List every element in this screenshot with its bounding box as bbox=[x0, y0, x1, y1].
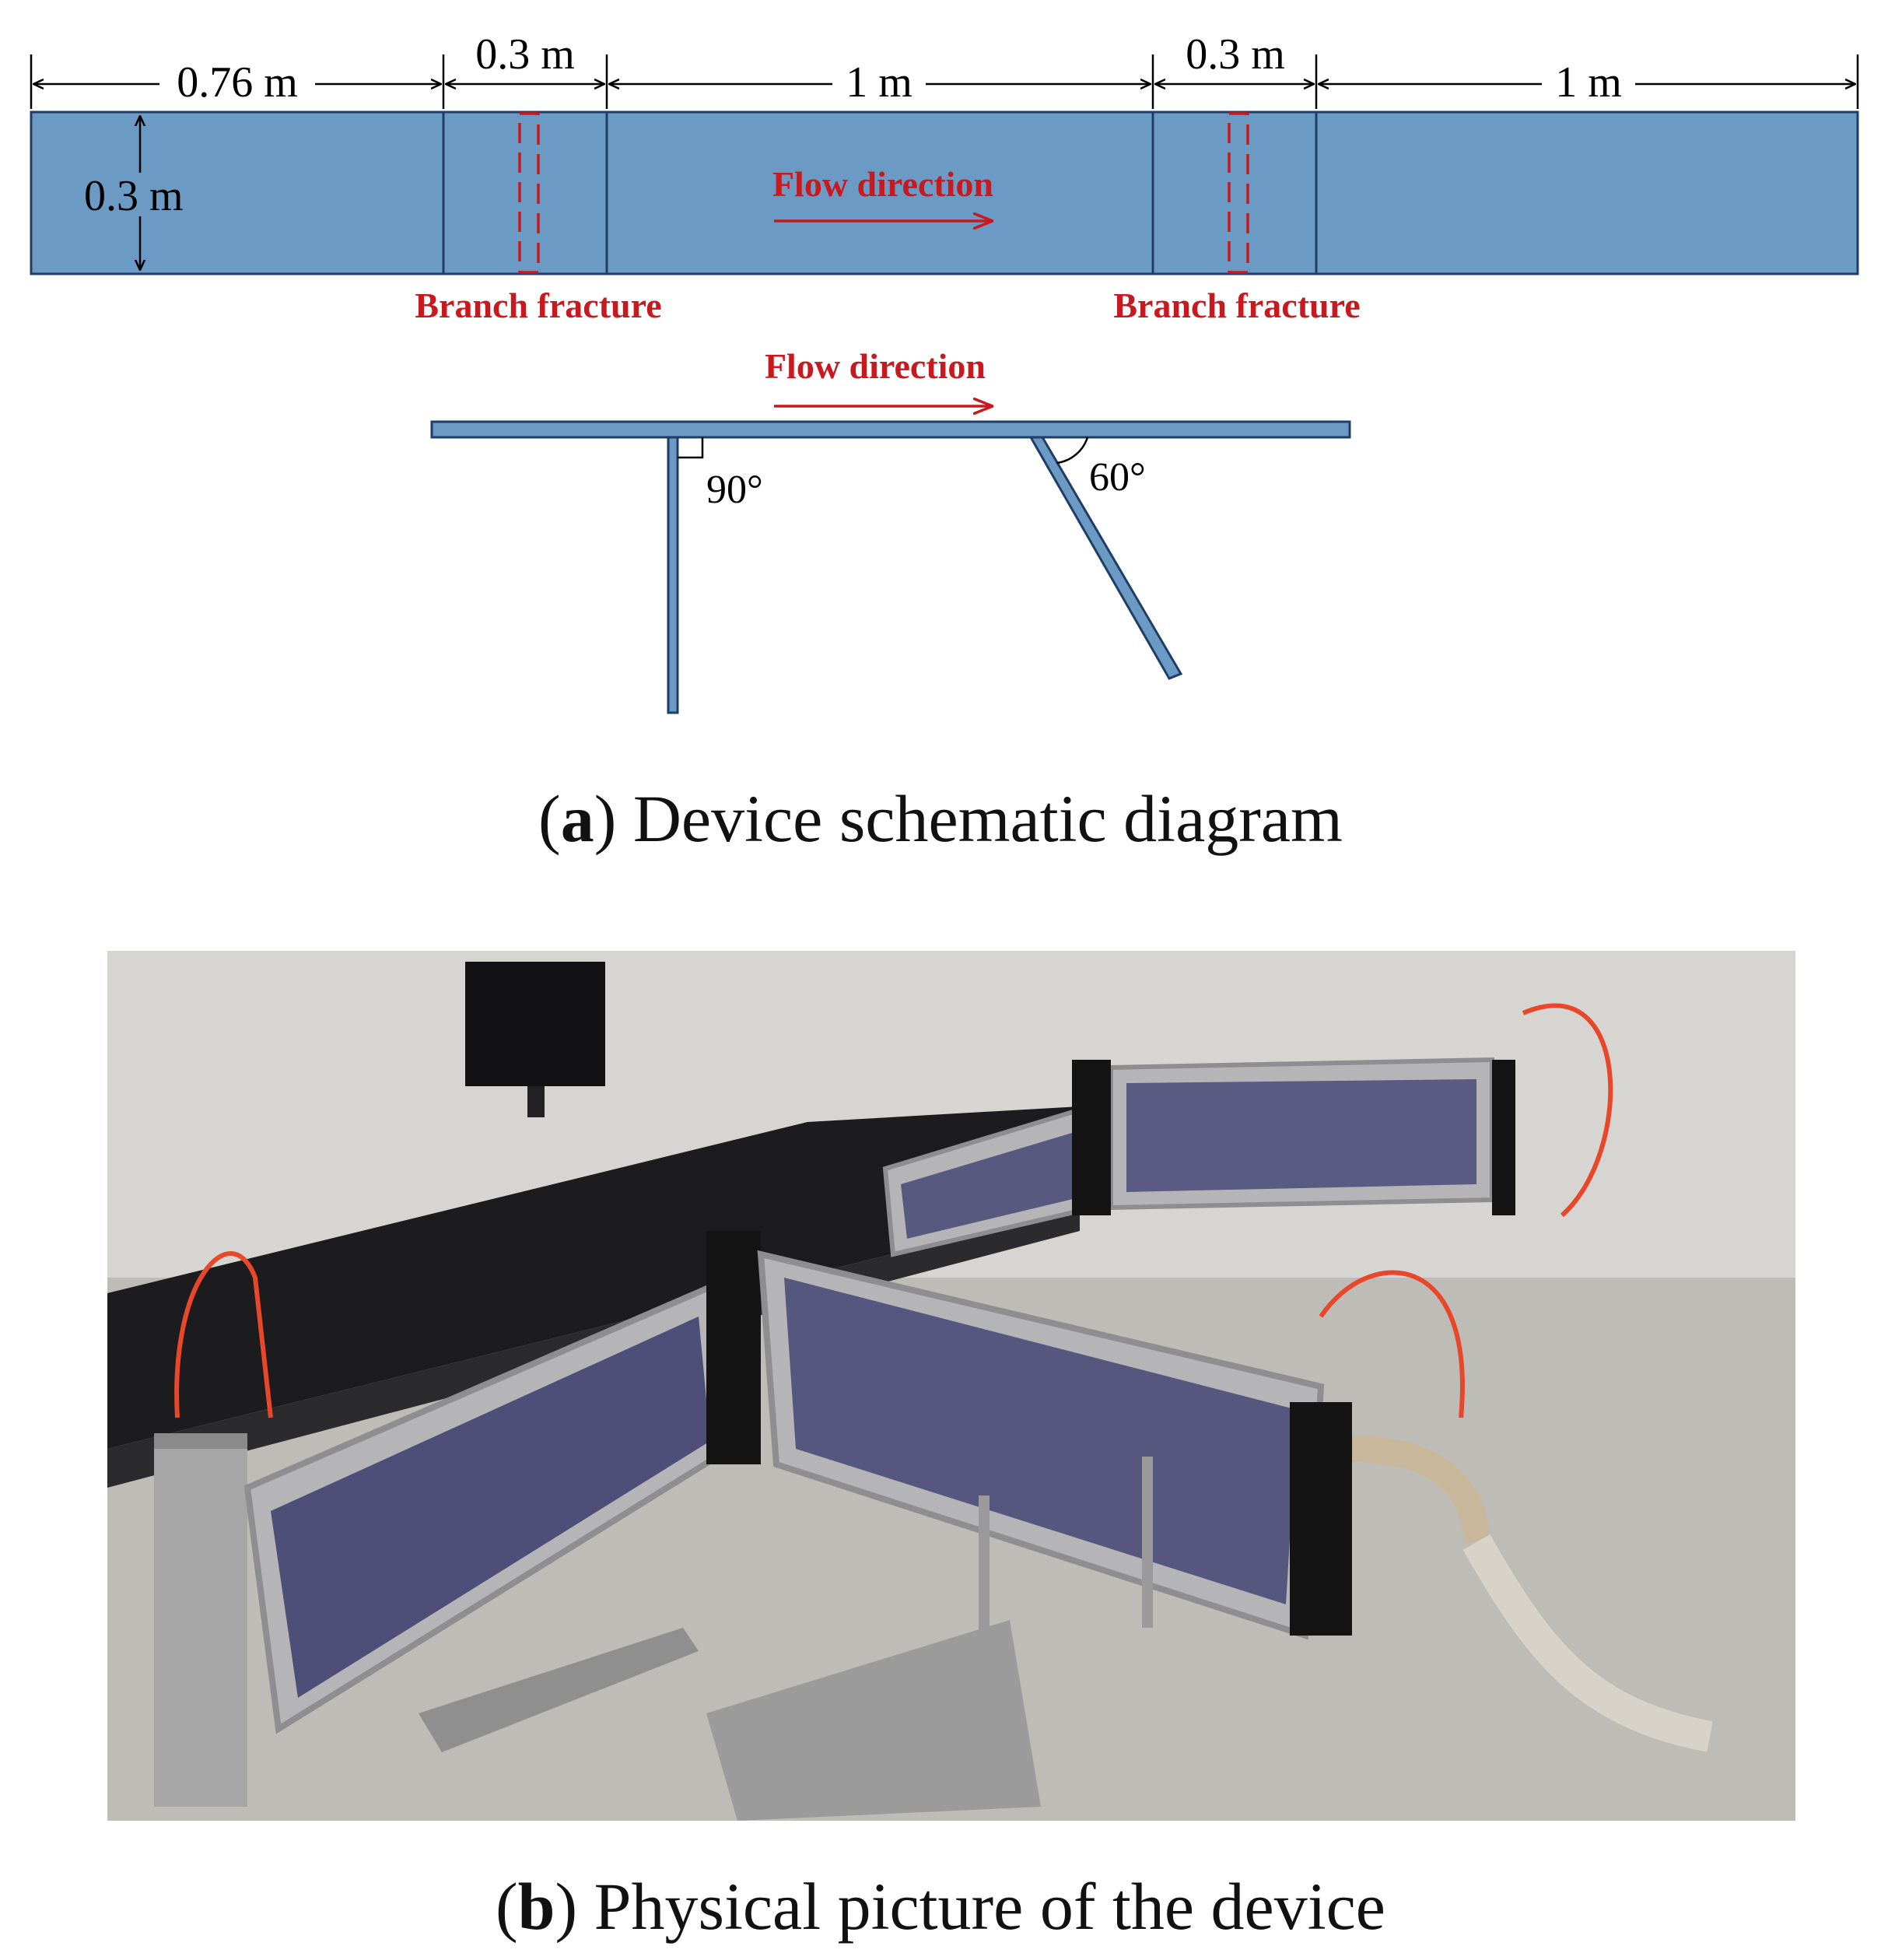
side-view bbox=[430, 420, 1351, 714]
angle-label-60: 60° bbox=[1089, 455, 1146, 500]
flow-direction-label-side: Flow direction bbox=[765, 346, 986, 386]
device-photo bbox=[107, 951, 1795, 1821]
flow-direction-label-top: Flow direction bbox=[772, 164, 993, 204]
branch-fracture-label-2: Branch fracture bbox=[1113, 286, 1360, 325]
caption-a-letter: a bbox=[560, 781, 594, 856]
schematic-diagram: 0.76 m 0.3 m 1 m 0.3 m 1 m 0.3 m Flow di… bbox=[30, 30, 1859, 714]
caption-b: (b) Physical picture of the device bbox=[496, 1869, 1385, 1944]
caption-a-text: Device schematic diagram bbox=[632, 781, 1343, 856]
dim-label-seg2: 0.3 m bbox=[475, 30, 575, 79]
dim-label-height: 0.3 m bbox=[84, 172, 184, 220]
dimension-labels: 0.76 m 0.3 m 1 m 0.3 m 1 m bbox=[159, 30, 1635, 107]
caption-b-text: Physical picture of the device bbox=[594, 1869, 1385, 1944]
branch-fracture-marker-2 bbox=[1228, 112, 1249, 274]
dim-label-seg1: 0.76 m bbox=[177, 58, 298, 107]
branch-fracture-label-1: Branch fracture bbox=[415, 286, 661, 325]
branch-fracture-marker-1 bbox=[518, 112, 540, 274]
angle-label-90: 90° bbox=[706, 468, 763, 512]
main-channel bbox=[30, 110, 1859, 275]
dim-label-seg4: 0.3 m bbox=[1186, 30, 1285, 79]
caption-a: (a) Device schematic diagram bbox=[538, 781, 1343, 856]
dim-label-seg3: 1 m bbox=[846, 58, 912, 107]
dim-label-seg5: 1 m bbox=[1555, 58, 1622, 107]
caption-b-letter: b bbox=[517, 1869, 555, 1944]
